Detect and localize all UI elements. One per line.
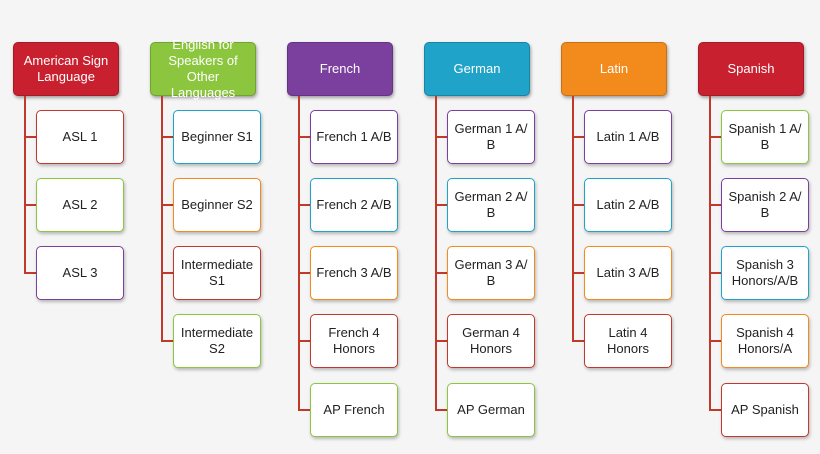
connector-horizontal (298, 136, 311, 138)
course-box: AP Spanish (721, 383, 809, 437)
course-box: Intermediate S2 (173, 314, 261, 368)
course-box: Latin 1 A/B (584, 110, 672, 164)
column-header: German (424, 42, 530, 96)
course-box: Spanish 1 A/ B (721, 110, 809, 164)
connector-horizontal (435, 204, 448, 206)
connector-horizontal (709, 340, 722, 342)
connector-vertical (298, 96, 300, 411)
course-box: Spanish 4 Honors/A (721, 314, 809, 368)
connector-horizontal (709, 136, 722, 138)
course-box: German 2 A/ B (447, 178, 535, 232)
connector-vertical (161, 96, 163, 342)
connector-horizontal (298, 204, 311, 206)
course-box: Spanish 2 A/ B (721, 178, 809, 232)
column-header: French (287, 42, 393, 96)
connector-horizontal (435, 340, 448, 342)
course-box: Latin 2 A/B (584, 178, 672, 232)
column-header: Spanish (698, 42, 804, 96)
connector-horizontal (572, 272, 585, 274)
course-box: ASL 3 (36, 246, 124, 300)
course-box: French 3 A/B (310, 246, 398, 300)
course-box: Beginner S1 (173, 110, 261, 164)
connector-horizontal (161, 204, 174, 206)
course-box: Latin 3 A/B (584, 246, 672, 300)
course-box: French 1 A/B (310, 110, 398, 164)
connector-horizontal (161, 136, 174, 138)
connector-vertical (24, 96, 26, 274)
course-box: ASL 1 (36, 110, 124, 164)
connector-horizontal (435, 136, 448, 138)
connector-horizontal (572, 136, 585, 138)
connector-horizontal (709, 204, 722, 206)
connector-vertical (572, 96, 574, 342)
course-box: French 4 Honors (310, 314, 398, 368)
connector-horizontal (435, 272, 448, 274)
column-header: American Sign Language (13, 42, 119, 96)
column-header: English for Speakers of Other Languages (150, 37, 256, 100)
connector-horizontal (298, 340, 311, 342)
connector-horizontal (572, 204, 585, 206)
connector-horizontal (298, 272, 311, 274)
connector-horizontal (24, 136, 37, 138)
course-box: Spanish 3 Honors/A/B (721, 246, 809, 300)
course-box: French 2 A/B (310, 178, 398, 232)
connector-horizontal (435, 409, 448, 411)
connector-horizontal (709, 272, 722, 274)
course-box: German 1 A/ B (447, 110, 535, 164)
course-box: ASL 2 (36, 178, 124, 232)
connector-horizontal (161, 272, 174, 274)
course-box: AP French (310, 383, 398, 437)
course-box: Intermediate S1 (173, 246, 261, 300)
connector-horizontal (24, 204, 37, 206)
connector-horizontal (709, 409, 722, 411)
column-header: Latin (561, 42, 667, 96)
connector-vertical (435, 96, 437, 411)
course-box: AP German (447, 383, 535, 437)
connector-horizontal (298, 409, 311, 411)
connector-vertical (709, 96, 711, 411)
connector-horizontal (24, 272, 37, 274)
connector-horizontal (161, 340, 174, 342)
course-box: Beginner S2 (173, 178, 261, 232)
connector-horizontal (572, 340, 585, 342)
course-box: German 3 A/ B (447, 246, 535, 300)
course-box: German 4 Honors (447, 314, 535, 368)
course-box: Latin 4 Honors (584, 314, 672, 368)
